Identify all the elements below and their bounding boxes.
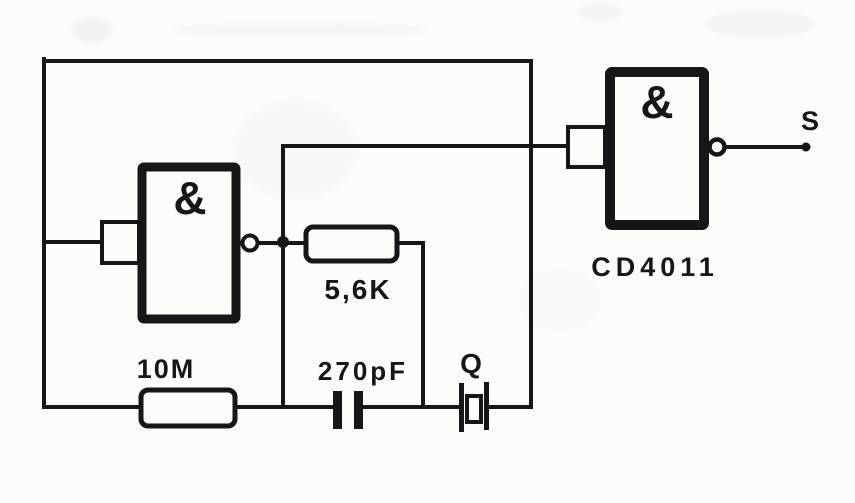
resistor-10m-label: 10M xyxy=(137,354,196,384)
gate1-body xyxy=(137,162,241,324)
gate1-and-symbol: & xyxy=(173,172,206,224)
ic-label: CD4011 xyxy=(591,252,719,282)
gate2-inverter-bubble xyxy=(707,137,727,157)
gate1-input-port xyxy=(100,220,141,265)
feedback-resistor-10m: 10M xyxy=(137,354,238,429)
capacitor-right-plate xyxy=(354,391,363,429)
capacitor-270pf: 270pF xyxy=(318,356,408,429)
wires xyxy=(42,57,808,409)
resistor-5k6-body xyxy=(303,224,400,264)
output-label: S xyxy=(801,106,819,136)
output-terminal: S xyxy=(801,106,819,152)
crystal-right-electrode xyxy=(484,382,489,430)
junction-dot xyxy=(277,236,289,248)
nand-gate-1: & xyxy=(100,162,289,324)
scan-artifacts xyxy=(72,3,815,200)
series-resistor-5k6: 5,6K xyxy=(303,224,400,305)
gate2-and-symbol: & xyxy=(640,76,673,128)
crystal-q: Q xyxy=(459,348,489,432)
gate2-input-port xyxy=(566,125,607,169)
wire-resistor-down xyxy=(395,241,425,409)
crystal-body xyxy=(465,394,483,424)
crystal-left-electrode xyxy=(459,383,464,432)
gate1-inverter-bubble xyxy=(240,233,260,253)
gate2-body xyxy=(605,67,709,230)
wire-feedback-to-gate2 xyxy=(281,144,572,245)
output-terminal-dot xyxy=(801,142,811,152)
resistor-10m-body xyxy=(138,387,238,429)
capacitor-label: 270pF xyxy=(318,356,408,386)
resistor-5k6-label: 5,6K xyxy=(324,274,391,305)
crystal-label: Q xyxy=(460,348,482,379)
capacitor-left-plate xyxy=(333,391,342,429)
nand-gate-2: & CD4011 xyxy=(566,67,727,282)
